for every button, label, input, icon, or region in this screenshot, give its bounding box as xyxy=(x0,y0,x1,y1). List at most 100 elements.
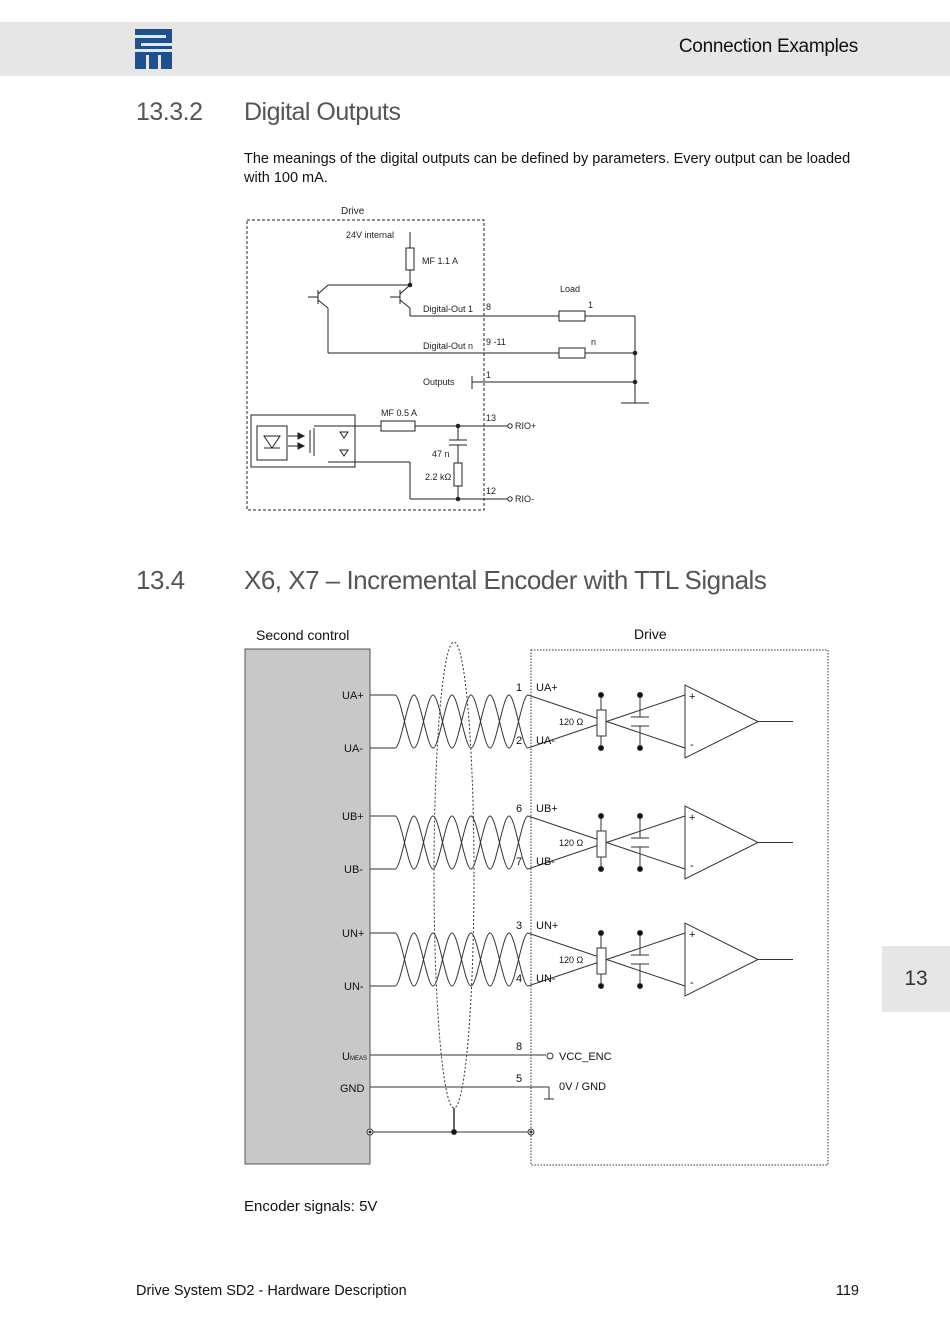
resistor-label: 120 Ω xyxy=(559,717,584,727)
company-logo xyxy=(135,29,172,69)
resistor-2k2 xyxy=(453,462,463,487)
left-pos-label: UN+ xyxy=(342,928,364,940)
digital-out-1-label: Digital-Out 1 xyxy=(423,304,473,314)
comparator-amplifier xyxy=(684,922,760,997)
drive-box xyxy=(246,219,485,511)
pin-5-enc: 5 xyxy=(516,1073,522,1085)
amp-minus: - xyxy=(690,860,694,872)
caption: Encoder signals: 5V xyxy=(244,1198,378,1215)
amp-minus: - xyxy=(690,739,694,751)
pin-neg: 2 xyxy=(516,735,522,747)
header-title: Connection Examples xyxy=(678,36,858,57)
left-neg-label: UB- xyxy=(344,864,363,876)
twisted-wire-pos xyxy=(370,932,686,987)
pin-13: 13 xyxy=(486,413,496,423)
drive-pos-label: UB+ xyxy=(536,803,558,815)
fuse-1 xyxy=(405,247,415,271)
amp-plus: + xyxy=(689,812,695,824)
resistor-label: 120 Ω xyxy=(559,955,584,965)
pin-pos: 3 xyxy=(516,920,522,932)
node xyxy=(598,692,604,698)
pin-9-11: 9 -11 xyxy=(486,337,506,347)
drive-neg-label: UA- xyxy=(536,735,555,747)
comparator-amplifier xyxy=(684,805,760,880)
pin-pos: 1 xyxy=(516,682,522,694)
digital-outputs-diagram: Drive 24V internal MF 1.1 A Digital-Out … xyxy=(246,206,649,511)
load-resistor-n xyxy=(558,347,586,359)
pin-pos: 6 xyxy=(516,803,522,815)
drive-label: Drive xyxy=(341,206,365,217)
left-pos-label: UB+ xyxy=(342,811,364,823)
node xyxy=(637,813,643,819)
drive-pos-label: UN+ xyxy=(536,920,558,932)
twisted-wire-pos xyxy=(370,694,686,749)
chapter-tab[interactable]: 13 xyxy=(882,946,950,1012)
node xyxy=(598,983,604,989)
fuse-2 xyxy=(380,420,416,432)
load-n-label: n xyxy=(591,337,596,347)
optocoupler-box xyxy=(250,414,356,468)
vcc-enc-label: VCC_ENC xyxy=(559,1051,612,1063)
left-neg-label: UN- xyxy=(344,981,364,993)
load-1-label: 1 xyxy=(588,300,593,310)
pin-neg: 4 xyxy=(516,973,522,985)
node xyxy=(637,930,643,936)
termination-resistor xyxy=(596,709,607,737)
node xyxy=(637,866,643,872)
node xyxy=(598,745,604,751)
section-paragraph: The meanings of the digital outputs can … xyxy=(244,151,851,186)
resistor-label: 120 Ω xyxy=(559,838,584,848)
pin-neg: 7 xyxy=(516,856,522,868)
drive-label-2: Drive xyxy=(634,626,667,642)
left-pos-label: UA+ xyxy=(342,690,364,702)
fuse-2-label: MF 0.5 A xyxy=(381,408,417,418)
amp-plus: + xyxy=(689,691,695,703)
termination-resistor xyxy=(596,830,607,858)
footer-page-number: 119 xyxy=(835,1283,859,1299)
twisted-wire-pos xyxy=(370,815,686,870)
amp-minus: - xyxy=(690,977,694,989)
amp-plus: + xyxy=(689,929,695,941)
gnd-right-label: 0V / GND xyxy=(559,1081,606,1093)
umeas-label: UMEAS xyxy=(342,1051,367,1063)
supply-label: 24V internal xyxy=(346,230,394,240)
node xyxy=(637,692,643,698)
load-resistor-1 xyxy=(558,310,586,322)
footer-doc-title: Drive System SD2 - Hardware Description xyxy=(136,1283,407,1299)
section-title-2: X6, X7 – Incremental Encoder with TTL Si… xyxy=(244,565,767,595)
comparator-amplifier xyxy=(684,684,760,759)
node xyxy=(598,930,604,936)
section-title: Digital Outputs xyxy=(244,98,401,126)
node xyxy=(637,983,643,989)
second-control-label: Second control xyxy=(256,627,349,643)
termination-resistor xyxy=(596,947,607,975)
fuse-1-label: MF 1.1 A xyxy=(422,256,458,266)
pin-8: 8 xyxy=(486,302,491,312)
pin-1: 1 xyxy=(486,370,491,380)
gnd-label: GND xyxy=(340,1083,365,1095)
pin-8-enc: 8 xyxy=(516,1041,522,1053)
left-neg-label: UA- xyxy=(344,743,363,755)
drive-neg-label: UB- xyxy=(536,856,555,868)
rio-minus-label: RIO- xyxy=(515,494,534,504)
outputs-label: Outputs xyxy=(423,377,455,387)
drive-neg-label: UN- xyxy=(536,973,556,985)
digital-out-n-label: Digital-Out n xyxy=(423,341,473,351)
drive-pos-label: UA+ xyxy=(536,682,558,694)
section-number: 13.3.2 xyxy=(136,98,203,126)
encoder-diagram: Second control Drive UA+ UA- 1 2 UA+ UA- 120 Ω… xyxy=(244,626,829,1166)
node xyxy=(598,813,604,819)
pin-12: 12 xyxy=(486,486,496,496)
res-label: 2.2 kΩ xyxy=(425,472,452,482)
drive-box-2 xyxy=(530,649,829,1166)
node xyxy=(637,745,643,751)
second-control-box xyxy=(244,648,371,1165)
rio-plus-label: RIO+ xyxy=(515,421,536,431)
node xyxy=(598,866,604,872)
shield-ellipse xyxy=(433,641,475,1109)
twisted-wire-neg xyxy=(370,815,686,870)
load-label: Load xyxy=(560,284,580,294)
twisted-wire-neg xyxy=(370,694,686,749)
cap-label: 47 n xyxy=(432,449,450,459)
section-number-2: 13.4 xyxy=(136,565,185,595)
